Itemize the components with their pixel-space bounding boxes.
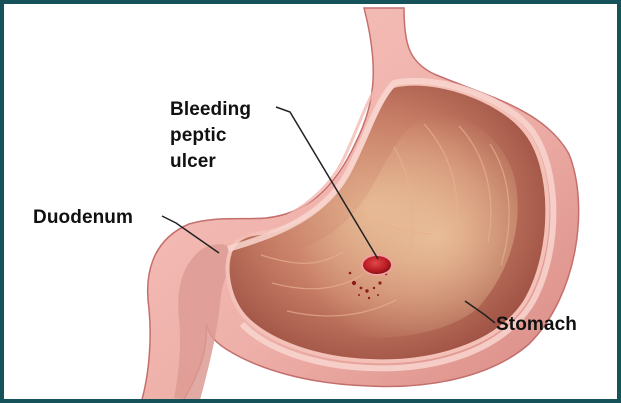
ulcer-label-line-1: Bleeding: [170, 97, 251, 123]
duodenum-label: Duodenum: [33, 208, 133, 228]
ulcer-label-line-3: ulcer: [170, 149, 251, 175]
bleeding-peptic-ulcer-label: Bleeding peptic ulcer: [170, 97, 251, 175]
stomach-label: Stomach: [496, 315, 577, 335]
stomach-illustration: [4, 4, 621, 403]
ulcer-label-line-2: peptic: [170, 123, 251, 149]
